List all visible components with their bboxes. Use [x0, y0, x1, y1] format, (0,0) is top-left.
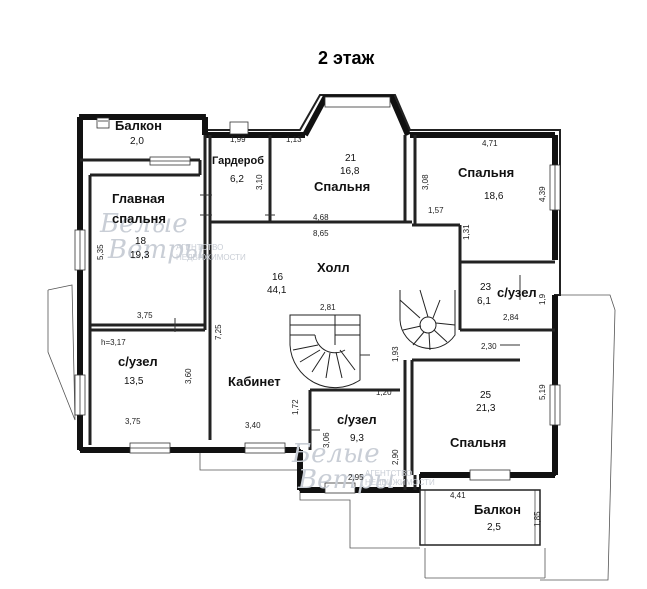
- svg-text:3,10: 3,10: [255, 174, 264, 190]
- svg-text:3,75: 3,75: [137, 311, 153, 320]
- svg-text:Ветры: Ветры: [297, 465, 395, 495]
- watermark-bottom: Белые Ветры АГЕНТСТВО НЕДВИЖИМОСТИ: [291, 439, 435, 495]
- room-bedroom-21: 21 16,8 Спальня: [314, 153, 370, 194]
- svg-text:Главная: Главная: [112, 191, 165, 206]
- svg-text:13,5: 13,5: [124, 376, 144, 387]
- interior-walls: [80, 135, 555, 490]
- svg-text:2,30: 2,30: [481, 342, 497, 351]
- svg-text:1,9: 1,9: [538, 293, 547, 305]
- svg-text:с/узел: с/узел: [337, 412, 377, 427]
- svg-text:Белые: Белые: [99, 209, 188, 239]
- svg-text:3,06: 3,06: [322, 432, 331, 448]
- svg-text:НЕДВИЖИМОСТИ: НЕДВИЖИМОСТИ: [176, 253, 246, 262]
- svg-text:7,25: 7,25: [214, 324, 223, 340]
- svg-text:4,71: 4,71: [482, 139, 498, 148]
- svg-text:2,0: 2,0: [130, 136, 144, 147]
- svg-text:4,68: 4,68: [313, 213, 329, 222]
- svg-text:21,3: 21,3: [476, 403, 496, 414]
- room-balcony-bottom: Балкон 2,5: [474, 502, 521, 533]
- svg-text:8,65: 8,65: [313, 229, 329, 238]
- svg-text:5,35: 5,35: [96, 244, 105, 260]
- svg-text:18: 18: [135, 236, 147, 247]
- svg-text:1,57: 1,57: [428, 206, 444, 215]
- svg-text:Балкон: Балкон: [474, 502, 521, 517]
- svg-text:1,72: 1,72: [291, 399, 300, 415]
- svg-text:3,60: 3,60: [184, 368, 193, 384]
- bottom-balcony: [419, 489, 541, 546]
- svg-text:5,19: 5,19: [538, 384, 547, 400]
- svg-text:спальня: спальня: [112, 211, 166, 226]
- svg-text:НЕДВИЖИМОСТИ: НЕДВИЖИМОСТИ: [365, 478, 435, 487]
- svg-text:44,1: 44,1: [267, 285, 287, 296]
- room-balcony-top: Балкон 2,0: [115, 118, 162, 147]
- svg-text:3,08: 3,08: [421, 174, 430, 190]
- svg-text:с/узел: с/узел: [497, 285, 537, 300]
- svg-text:Белые: Белые: [291, 439, 380, 469]
- room-master-bedroom: Главная спальня 18 19,3: [112, 191, 166, 261]
- svg-text:Спальня: Спальня: [458, 165, 514, 180]
- room-hall: 16 44,1 Холл: [267, 260, 350, 296]
- svg-text:19,3: 19,3: [130, 250, 150, 261]
- room-wc-left: h=3,17 с/узел 13,5: [101, 338, 158, 387]
- svg-text:1,20: 1,20: [376, 388, 392, 397]
- svg-text:3,40: 3,40: [245, 421, 261, 430]
- watermark-top: Белые Ветры АГЕНТСТВО НЕДВИЖИМОСТИ: [99, 209, 246, 265]
- svg-text:АГЕНТСТВО: АГЕНТСТВО: [365, 469, 412, 478]
- svg-text:2,90: 2,90: [391, 449, 400, 465]
- staircase-main: [289, 314, 361, 389]
- room-wc-mid: с/узел 9,3: [337, 412, 377, 444]
- svg-text:Спальня: Спальня: [450, 435, 506, 450]
- room-wc-23: 23 6,1 с/узел: [477, 282, 537, 307]
- svg-text:Ветры: Ветры: [107, 235, 205, 265]
- svg-text:9,3: 9,3: [350, 433, 364, 444]
- doors: [174, 194, 521, 431]
- svg-text:2,5: 2,5: [487, 522, 501, 533]
- svg-text:2,95: 2,95: [348, 473, 364, 482]
- svg-text:Холл: Холл: [317, 260, 350, 275]
- svg-text:1,99: 1,99: [230, 135, 246, 144]
- outside-outlines: [47, 284, 616, 581]
- svg-text:3,75: 3,75: [125, 417, 141, 426]
- svg-text:4,39: 4,39: [538, 186, 547, 202]
- svg-text:1,93: 1,93: [391, 346, 400, 362]
- svg-text:16,8: 16,8: [340, 166, 360, 177]
- svg-text:2,84: 2,84: [503, 313, 519, 322]
- svg-text:Балкон: Балкон: [115, 118, 162, 133]
- dimension-labels: 1,99 1,13 4,71 3,10 3,08 4,39 1,57 4,68 …: [96, 135, 547, 527]
- svg-text:23: 23: [480, 282, 492, 293]
- svg-text:6,2: 6,2: [230, 174, 244, 185]
- svg-text:6,1: 6,1: [477, 296, 491, 307]
- floor-title: 2 этаж: [318, 48, 375, 68]
- room-bedroom-right: Спальня 18,6: [458, 165, 514, 202]
- svg-text:18,6: 18,6: [484, 191, 504, 202]
- svg-text:1,85: 1,85: [533, 511, 542, 527]
- staircase-spiral: [399, 289, 456, 351]
- windows: [74, 96, 561, 494]
- svg-text:АГЕНТСТВО: АГЕНТСТВО: [176, 243, 223, 252]
- thick-walls: [77, 95, 558, 493]
- room-bedroom-25: 25 21,3 Спальня: [450, 390, 506, 450]
- room-cabinet: Кабинет: [228, 374, 281, 389]
- svg-text:1,13: 1,13: [286, 135, 302, 144]
- svg-text:Спальня: Спальня: [314, 179, 370, 194]
- svg-text:25: 25: [480, 390, 492, 401]
- svg-text:1,31: 1,31: [462, 224, 471, 240]
- svg-text:4,41: 4,41: [450, 491, 466, 500]
- svg-text:2,81: 2,81: [320, 303, 336, 312]
- svg-text:16: 16: [272, 272, 284, 283]
- svg-text:с/узел: с/узел: [118, 354, 158, 369]
- svg-text:Гардероб: Гардероб: [212, 155, 264, 167]
- svg-text:h=3,17: h=3,17: [101, 338, 126, 347]
- room-wardrobe: Гардероб 6,2: [212, 155, 264, 185]
- svg-text:Кабинет: Кабинет: [228, 374, 281, 389]
- svg-text:21: 21: [345, 153, 357, 164]
